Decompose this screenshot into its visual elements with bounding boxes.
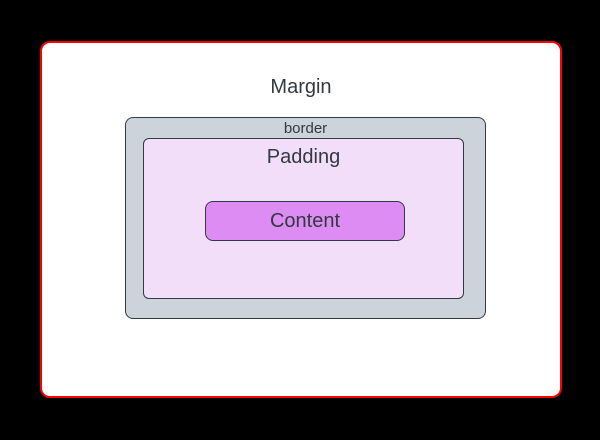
- margin-label: Margin: [270, 76, 332, 98]
- border-label: border: [283, 120, 328, 137]
- content-box: Content: [205, 201, 405, 241]
- margin-box: Margin border Padding Content: [40, 41, 562, 398]
- padding-box: Padding Content: [143, 138, 464, 299]
- content-label: Content: [269, 209, 341, 232]
- padding-label: Padding: [266, 146, 341, 168]
- border-box: border Padding Content: [125, 117, 486, 319]
